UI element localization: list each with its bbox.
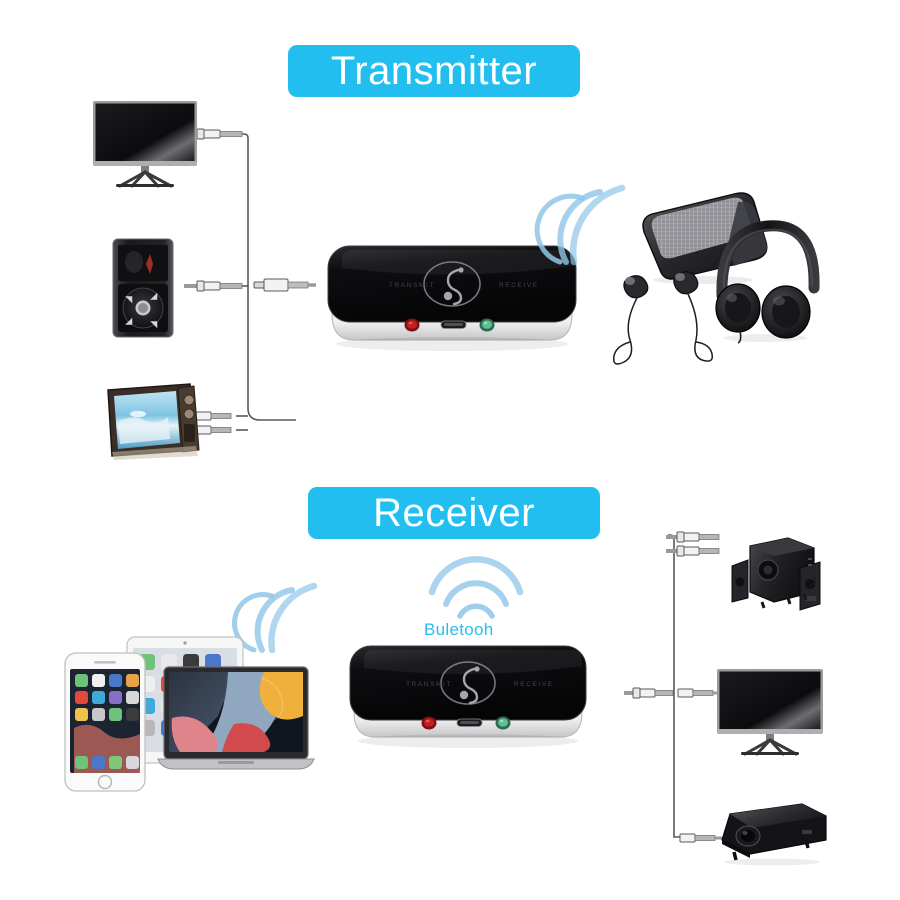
satellite-speaker-left: [731, 559, 749, 603]
mode-label-transmit: TRANSMIT: [389, 282, 435, 289]
port-audio-in-jack: [495, 716, 511, 730]
port-micro-usb: [456, 718, 483, 727]
port-audio-in-jack: [479, 318, 495, 332]
bluetooth-waves-source: [232, 580, 328, 656]
mode-label-receive: RECEIVE: [514, 681, 554, 688]
plug-speaker-upper: [666, 531, 720, 543]
mode-label-receive: RECEIVE: [499, 282, 539, 289]
headphone-cup-right: [761, 285, 811, 339]
crt-television: [104, 382, 210, 460]
laptop: [156, 666, 316, 782]
plug-tv-right: [677, 688, 720, 698]
bluetooth-waves-transmitter: [534, 184, 638, 270]
port-audio-out-jack: [404, 318, 420, 332]
smartphone: [64, 652, 146, 792]
mode-label-transmit: TRANSMIT: [406, 681, 452, 688]
port-micro-usb: [440, 320, 467, 329]
earbud-right: [673, 271, 699, 295]
plug-to-device: [253, 278, 316, 292]
plug-speaker-lower: [666, 545, 720, 557]
section-banner-receiver: Receiver: [308, 487, 600, 539]
flat-screen-tv: [716, 668, 828, 756]
earbud-left: [623, 275, 649, 299]
plug-mp3-left: [184, 280, 243, 292]
plug-projector: [679, 833, 722, 843]
flat-screen-monitor: [92, 100, 202, 190]
music-note-logo: [440, 661, 496, 705]
receiver-cable-bus: [620, 525, 740, 855]
bluetooth-waves-receiver: [428, 556, 524, 624]
projector: [706, 800, 830, 866]
bluetooth-adapter-transmitter: TRANSMIT RECEIVE: [322, 240, 582, 370]
headphone-cup-left: [715, 283, 761, 333]
section-banner-transmitter-label: Transmitter: [330, 49, 538, 93]
bluetooth-adapter-receiver: TRANSMIT RECEIVE: [344, 640, 592, 766]
bluetooth-caption: Buletooh: [424, 620, 494, 639]
section-banner-transmitter: Transmitter: [288, 45, 580, 97]
speaker-system: [716, 524, 834, 612]
earbuds: [612, 256, 722, 368]
over-ear-headphones: [710, 216, 820, 344]
plug-tv-left: [624, 687, 674, 699]
port-audio-out-jack: [421, 716, 437, 730]
mp3-player: [112, 238, 174, 338]
section-banner-receiver-label: Receiver: [373, 491, 535, 535]
music-note-logo: [423, 261, 481, 307]
